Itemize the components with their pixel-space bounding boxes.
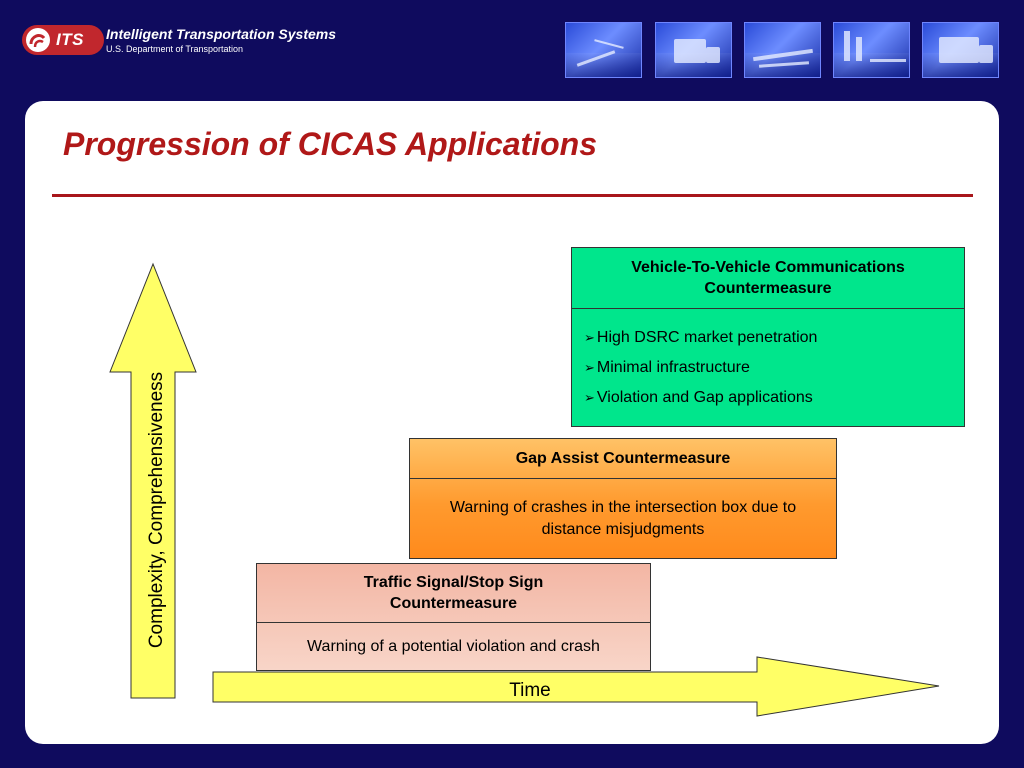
time-axis-label: Time [509, 680, 551, 701]
vertical-axis-label: Complexity, Comprehensiveness [146, 371, 167, 649]
its-logo-badge: ITS [22, 25, 104, 55]
truck-photo [655, 22, 732, 78]
traffic-signal-box-body: Warning of a potential violation and cra… [307, 637, 600, 655]
city-highway-photo [833, 22, 910, 78]
list-item: ➢Violation and Gap applications [584, 383, 817, 413]
traffic-photo [744, 22, 821, 78]
gap-assist-box-body: Warning of crashes in the intersection b… [449, 498, 797, 538]
v2v-box-title: Vehicle-To-Vehicle Communications Counte… [572, 248, 964, 309]
traffic-signal-box: Traffic Signal/Stop Sign Countermeasure … [256, 563, 651, 671]
bullet-text: High DSRC market penetration [596, 328, 818, 346]
v2v-box-body: ➢High DSRC market penetration ➢Minimal i… [572, 309, 964, 426]
title-underline [52, 194, 973, 197]
arrowhead-bullet-icon: ➢ [584, 389, 595, 405]
truck-highway-photo [922, 22, 999, 78]
header-photo-strip [565, 22, 999, 80]
list-item: ➢Minimal infrastructure [584, 353, 817, 383]
arrowhead-bullet-icon: ➢ [584, 359, 595, 375]
its-logo: ITS Intelligent Transportation Systems U… [22, 25, 362, 59]
arrowhead-bullet-icon: ➢ [584, 329, 595, 345]
gap-assist-box-title: Gap Assist Countermeasure [410, 439, 836, 479]
bullet-text: Minimal infrastructure [596, 358, 750, 376]
bullet-text: Violation and Gap applications [596, 388, 813, 406]
slide-title: Progression of CICAS Applications [63, 126, 597, 162]
logo-its-text: ITS [56, 30, 84, 49]
vertical-arrow [109, 262, 197, 699]
v2v-bullet-list: ➢High DSRC market penetration ➢Minimal i… [584, 323, 817, 413]
gap-assist-box: Gap Assist Countermeasure Warning of cra… [409, 438, 837, 559]
horizontal-arrow [212, 656, 940, 717]
traffic-signal-box-title: Traffic Signal/Stop Sign Countermeasure [257, 564, 650, 623]
logo-subtitle: U.S. Department of Transportation [106, 44, 244, 54]
v2v-countermeasure-box: Vehicle-To-Vehicle Communications Counte… [571, 247, 965, 427]
list-item: ➢High DSRC market penetration [584, 323, 817, 353]
dot-emblem-icon [26, 28, 50, 52]
logo-title: Intelligent Transportation Systems [106, 26, 337, 42]
road-night-photo [565, 22, 642, 78]
